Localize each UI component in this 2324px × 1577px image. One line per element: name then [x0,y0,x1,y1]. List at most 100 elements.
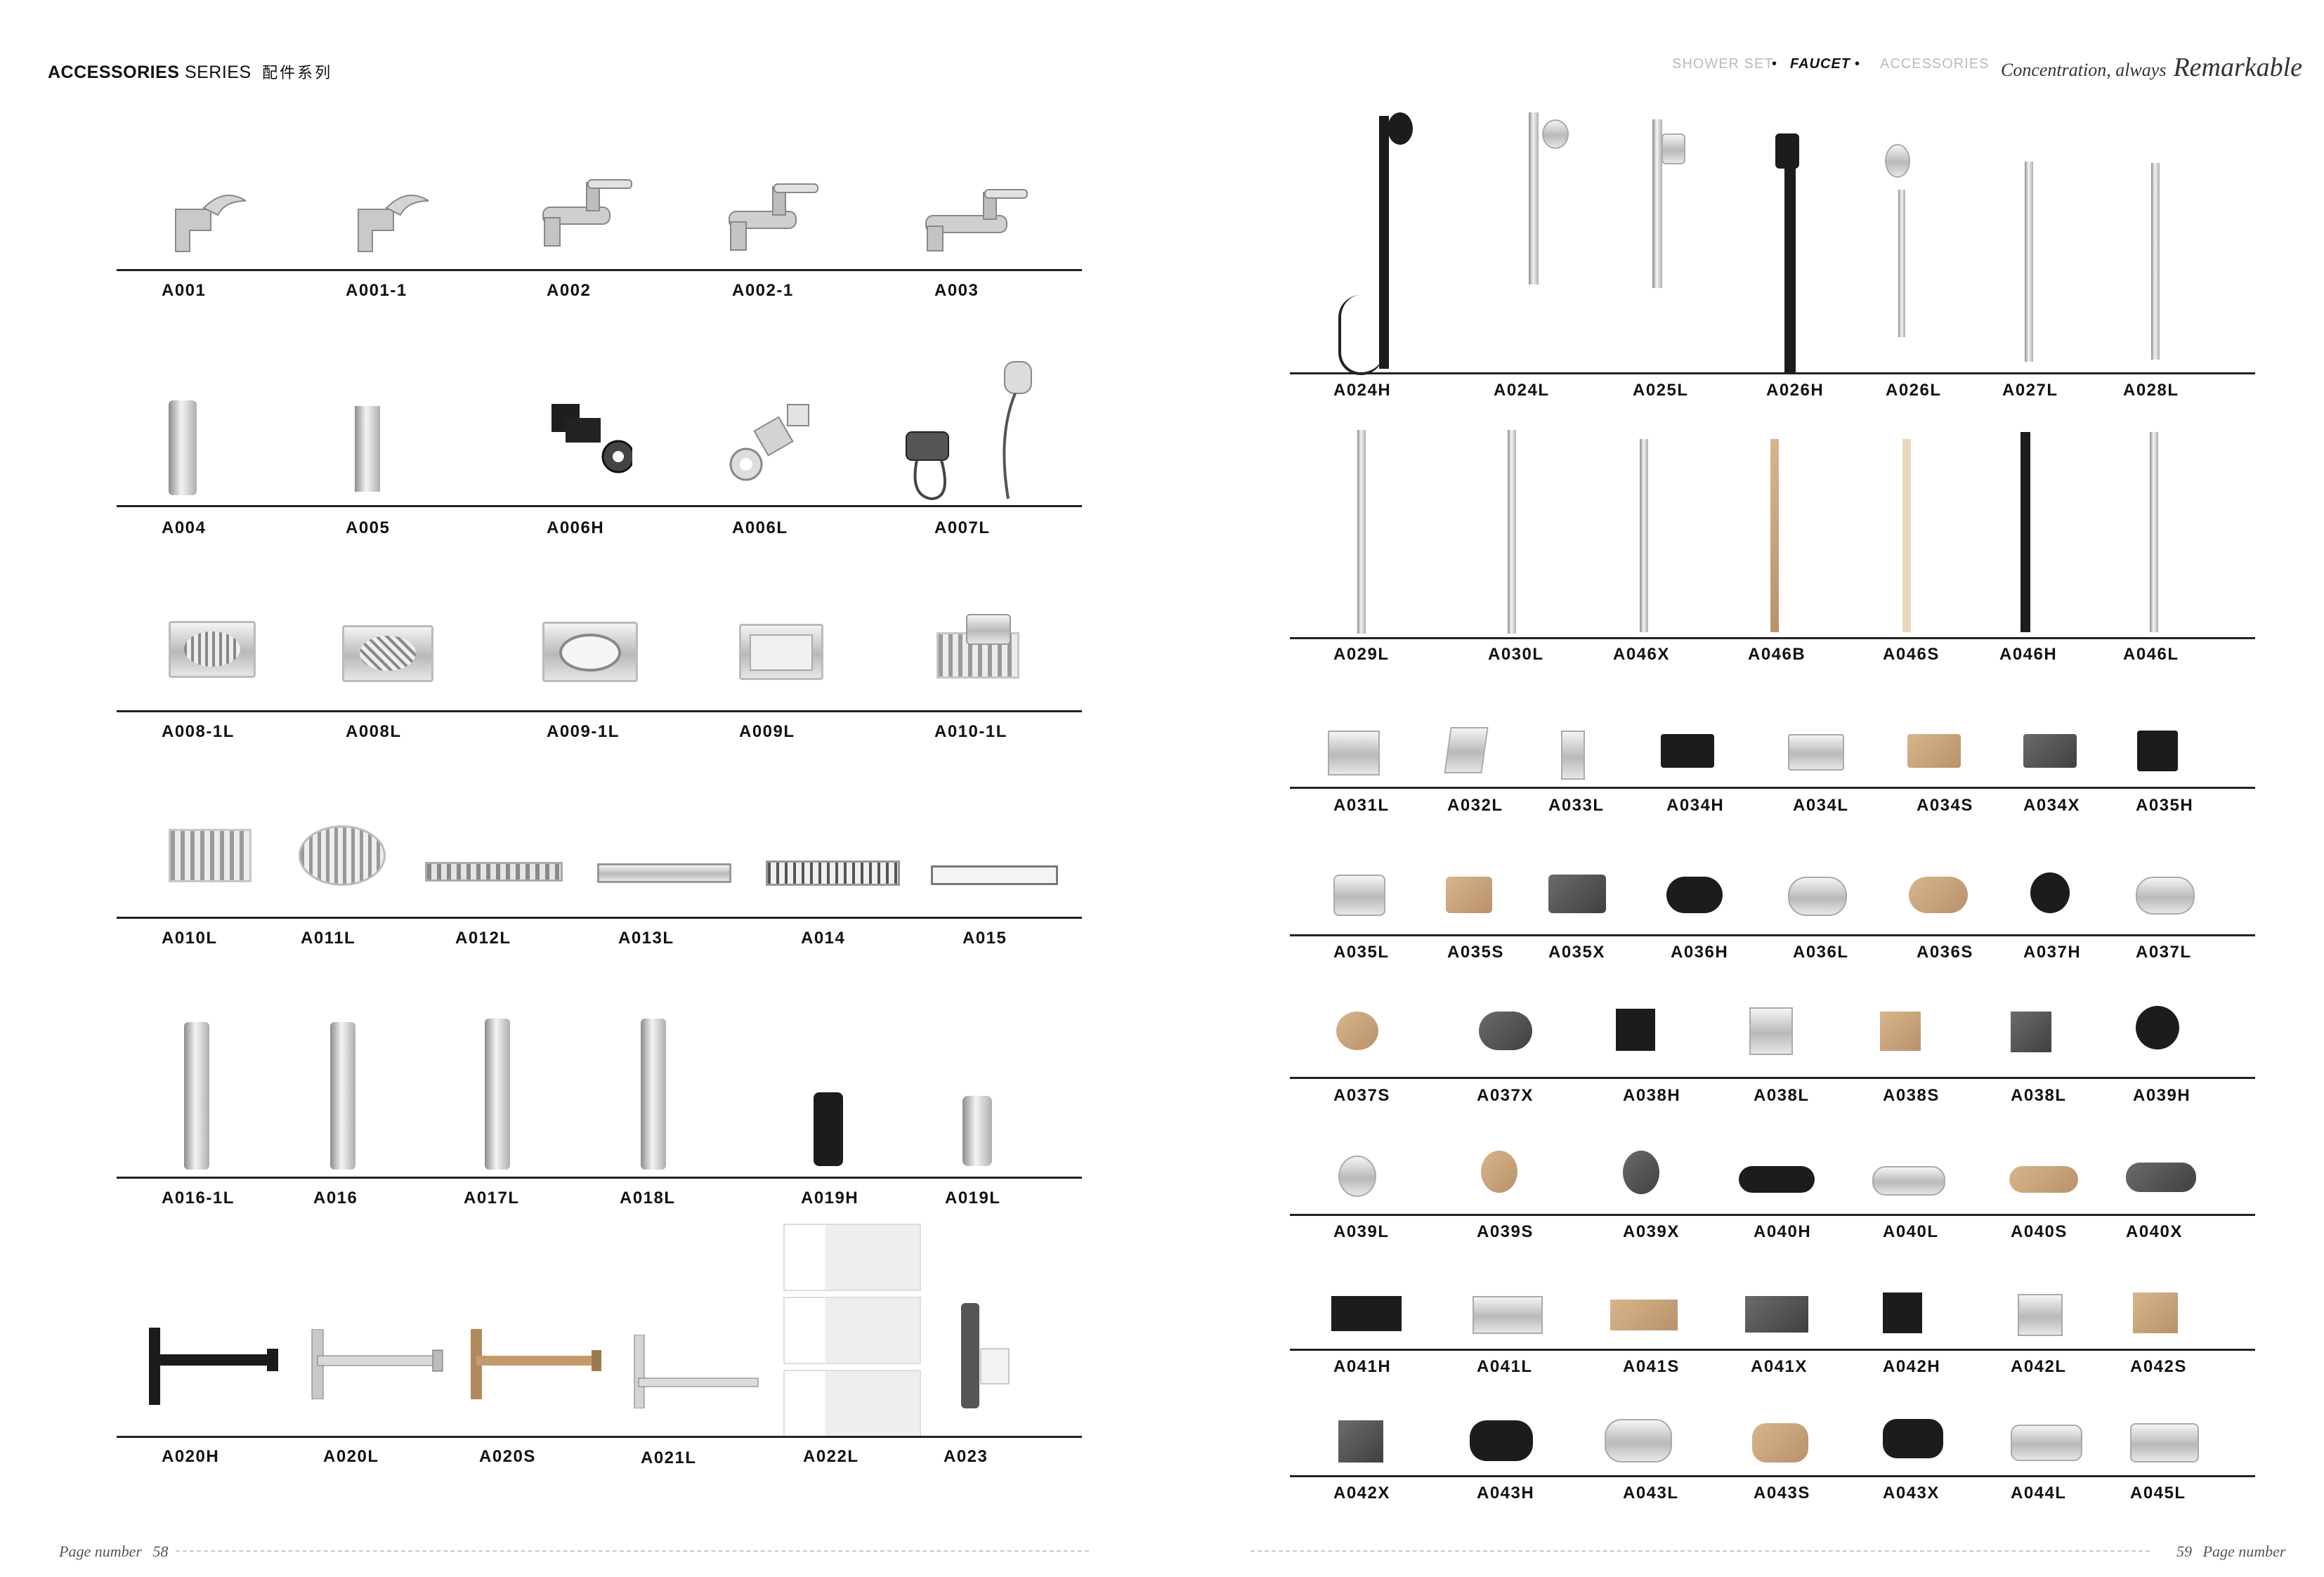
page-number-left: Page number 58 [59,1543,168,1561]
product-code: A026H [1766,381,1824,400]
product-code: A040X [2126,1222,2183,1241]
footer-divider [1251,1550,2150,1552]
product-code: A022L [803,1447,859,1466]
product-image-a023 [947,1300,1017,1412]
nav-shower-set[interactable]: SHOWER SET [1672,56,1774,72]
nav-faucet[interactable]: FAUCET [1790,56,1850,72]
product-code: A015 [962,929,1007,948]
product-code: A046X [1613,645,1670,664]
product-image-a014 [766,861,900,886]
product-image-a020h [141,1328,281,1405]
product-code: A038H [1623,1086,1681,1105]
product-code: A010-1L [934,722,1007,741]
row-rule [1290,934,2255,936]
row-rule [1290,637,2255,639]
product-image-a024h-hose [1338,295,1383,375]
product-image-a004 [169,400,197,495]
product-code: A046L [2123,645,2179,664]
product-code: A002 [547,281,592,300]
page-number-value: 58 [152,1543,169,1560]
product-image-a013l [597,863,731,883]
row-rule [1290,1475,2255,1477]
product-code: A031L [1333,796,1390,815]
product-image-a043s [1752,1423,1808,1463]
product-code: A037X [1477,1086,1534,1105]
page-number-label: Page number [2202,1543,2286,1560]
product-image-a037l [2136,877,2195,915]
product-image-a045l [2130,1423,2199,1463]
product-code: A006H [547,518,605,537]
product-image-a036h [1666,877,1723,913]
product-code: A037S [1333,1086,1390,1105]
product-code: A019H [801,1189,859,1208]
product-image-a028l [2151,163,2160,360]
slogan: Concentration, always Remarkable [2001,52,2302,83]
page-number-label: Page number [59,1543,142,1560]
product-code: A032L [1447,796,1503,815]
product-code: A034H [1666,796,1725,815]
product-code: A039S [1477,1222,1534,1241]
product-code: A042S [2130,1357,2187,1376]
product-code: A046S [1883,645,1940,664]
product-code: A045L [2130,1484,2186,1503]
product-image-a024l-head [1542,119,1569,149]
product-image-a020l [306,1328,447,1400]
product-image-a046x [1640,439,1648,632]
row-rule [117,917,1082,919]
product-image-a010l [169,829,252,882]
product-code: A028L [2123,381,2179,400]
product-image-a046s [1902,439,1911,632]
product-image-a034x [2023,734,2077,768]
product-code: A003 [934,281,979,300]
product-image-a043x [1883,1419,1943,1458]
row-rule [117,1177,1082,1179]
product-image-a033l [1561,731,1585,780]
product-image-a009l [739,624,823,680]
product-image-a019h [814,1092,843,1166]
product-image-a038l-gun [2011,1012,2051,1052]
product-code: A040L [1883,1222,1939,1241]
nav-separator: • [1855,56,1860,72]
product-image-a032l [1444,727,1489,773]
product-code: A001 [162,281,207,300]
product-image-a024h-head [1388,112,1413,145]
product-code: A040H [1754,1222,1812,1241]
product-image-a041l [1473,1296,1543,1334]
product-code: A020L [323,1447,379,1466]
slogan-part1: Concentration, always [2001,60,2167,80]
row-rule [1290,372,2255,374]
product-image-a007l [899,355,1040,506]
product-code: A005 [346,518,391,537]
product-image-a039h [2136,1006,2179,1049]
product-image-a031l [1328,731,1380,776]
product-image-a006l [728,398,826,482]
product-image-a041h [1331,1296,1402,1331]
product-code: A036H [1671,943,1729,962]
product-image-a021l [629,1334,762,1409]
product-code: A006L [732,518,788,537]
nav-accessories[interactable]: ACCESSORIES [1880,56,1990,72]
row-rule [1290,1214,2255,1216]
series-title-light: SERIES [184,63,252,82]
product-image-a041x [1745,1296,1808,1333]
product-code: A034L [1793,796,1849,815]
product-code: A008L [346,722,402,741]
series-title-cn: 配件系列 [262,64,333,81]
product-code: A034X [2023,796,2080,815]
product-image-a039s [1481,1151,1517,1193]
product-code: A004 [162,518,207,537]
product-image-a020s [465,1329,606,1399]
product-code: A008-1L [162,722,235,741]
product-image-a008-1l [169,621,256,678]
product-image-a001-1 [344,181,431,259]
product-image-a018l [641,1019,666,1170]
product-code: A037H [2023,943,2082,962]
row-rule [117,505,1082,507]
product-code: A038L [2011,1086,2067,1105]
product-code: A019L [945,1189,1001,1208]
row-rule [1290,1349,2255,1351]
row-rule [117,1436,1082,1438]
product-code: A001-1 [346,281,407,300]
row-rule [117,710,1082,712]
product-code: A041S [1623,1357,1680,1376]
